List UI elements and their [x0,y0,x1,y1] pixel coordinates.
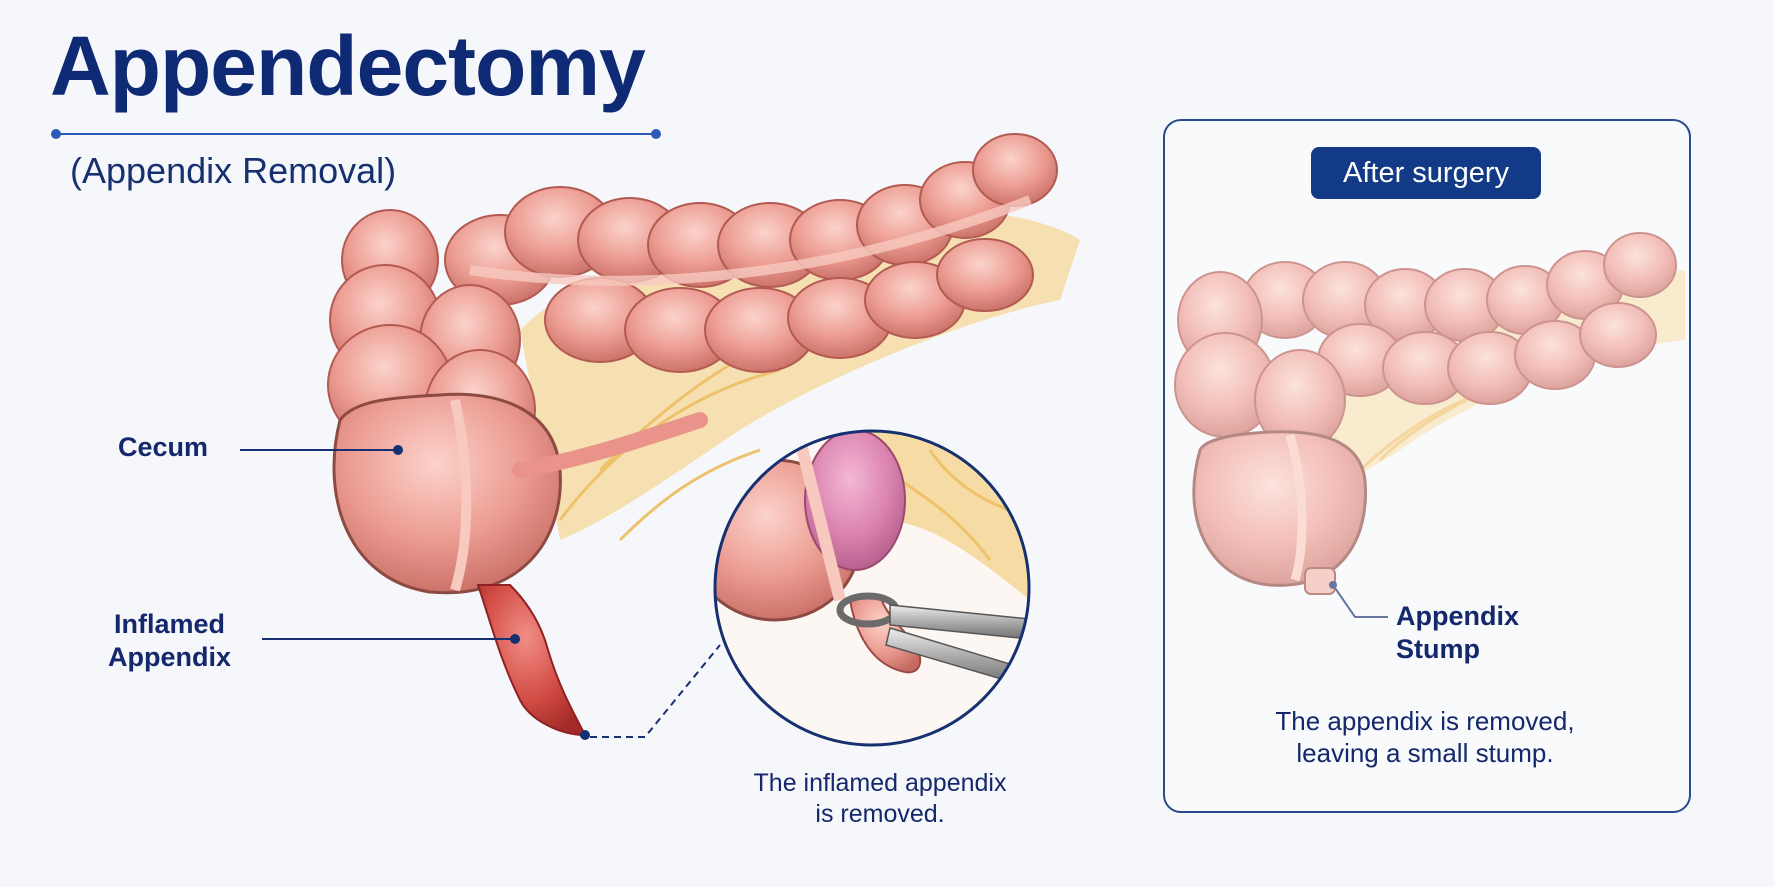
inflamed-appendix-label-line2: Appendix [108,641,231,674]
zoom-inset [690,430,1040,745]
after-caption-line1: The appendix is removed, [1200,706,1650,738]
after-surgery-badge: After surgery [1311,147,1541,199]
zoom-caption-line2: is removed. [740,799,1020,830]
inflamed-appendix-label: Inflamed Appendix [108,608,231,674]
cecum [334,394,560,592]
stump-label-line1: Appendix [1396,600,1519,633]
zoom-caption-line1: The inflamed appendix [740,768,1020,799]
appendix-leader [262,634,520,644]
inflamed-appendix [478,585,585,735]
inflamed-appendix-label-line1: Inflamed [108,608,231,641]
after-caption-line2: leaving a small stump. [1200,738,1650,770]
cecum-label: Cecum [118,431,208,464]
zoom-caption: The inflamed appendix is removed. [740,768,1020,829]
after-caption: The appendix is removed, leaving a small… [1200,706,1650,769]
zoom-connector [580,645,720,740]
stump-label: Appendix Stump [1396,600,1519,666]
stump-label-line2: Stump [1396,633,1519,666]
